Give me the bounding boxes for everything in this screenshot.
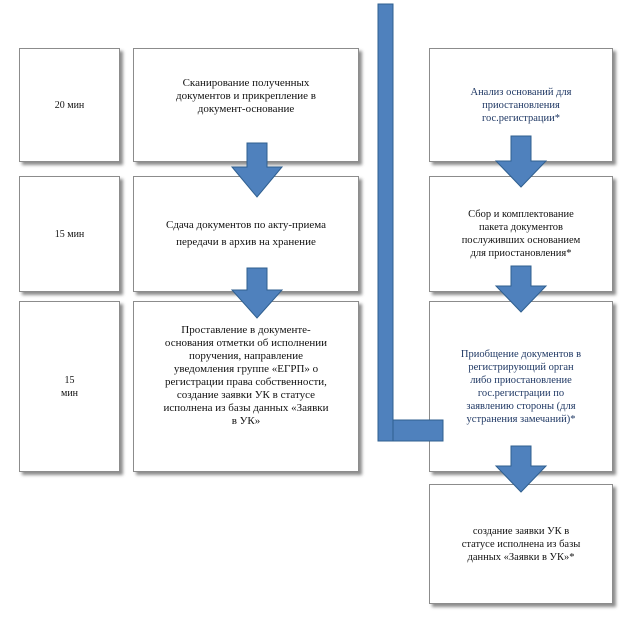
step-text-attachment: Приобщение документов в регистрирующий о… bbox=[460, 348, 582, 425]
time-label-3: 15 мин bbox=[60, 374, 79, 399]
down-arrow-right-1 bbox=[494, 135, 548, 188]
down-arrow-left-2 bbox=[230, 267, 284, 319]
time-label-1: 20 мин bbox=[54, 99, 85, 111]
step-box-scanning: Сканирование полученных документов и при… bbox=[133, 48, 359, 162]
vertical-connector-bar bbox=[377, 3, 444, 442]
step-box-create-request: создание заявки УК в статусе исполнена и… bbox=[429, 484, 613, 604]
step-box-archive: Сдача документов по акту-приема передачи… bbox=[133, 176, 359, 292]
step-text-marking: Проставление в документе- основания отме… bbox=[163, 324, 329, 427]
step-text-archive: Сдача документов по акту-приема передачи… bbox=[166, 219, 326, 248]
time-box-2: 15 мин bbox=[19, 176, 120, 292]
step-text-create-request: создание заявки УК в статусе исполнена и… bbox=[461, 525, 581, 563]
down-arrow-right-2 bbox=[494, 265, 548, 313]
time-label-2: 15 мин bbox=[54, 228, 85, 240]
time-box-1: 20 мин bbox=[19, 48, 120, 162]
step-box-analysis: Анализ оснований для приостановления гос… bbox=[429, 48, 613, 162]
step-text-collection: Сбор и комплектование пакета документов … bbox=[461, 209, 581, 259]
down-arrow-left-1 bbox=[230, 142, 284, 198]
arrow-group bbox=[230, 3, 548, 493]
time-box-3: 15 мин bbox=[19, 301, 120, 472]
step-text-analysis: Анализ оснований для приостановления гос… bbox=[470, 86, 572, 124]
step-text-scanning: Сканирование полученных документов и при… bbox=[176, 77, 316, 115]
down-arrow-right-3 bbox=[494, 445, 548, 493]
